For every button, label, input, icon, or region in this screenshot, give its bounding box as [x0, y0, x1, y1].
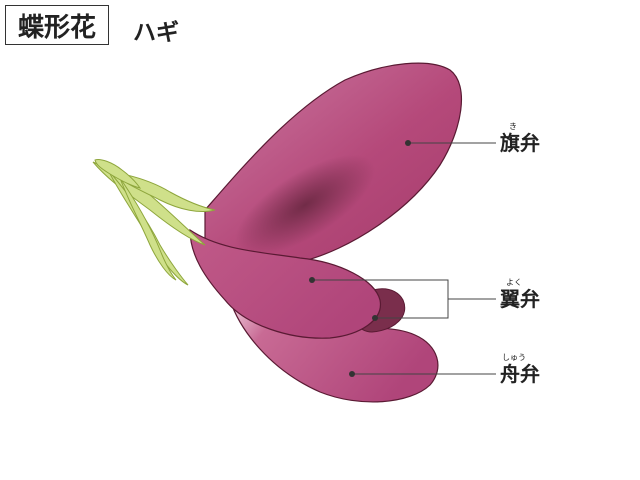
label-standard-petal: 旗弁 [500, 131, 540, 155]
page-subtitle: ハギ [133, 20, 179, 46]
ruby-keel: しゅう [502, 353, 526, 362]
dot-standard [405, 140, 411, 146]
leader-lines [312, 142, 496, 375]
title-box: 蝶形花 [5, 5, 109, 45]
ruby-wing: よく [506, 278, 522, 287]
dot-wing [309, 277, 315, 283]
standard-petal [204, 62, 462, 265]
dot-keel [349, 371, 355, 377]
page-title: 蝶形花 [17, 12, 96, 43]
calyx [92, 159, 216, 286]
wing-petal [189, 228, 381, 339]
dot-wing-inner [372, 315, 378, 321]
label-keel-petal: 舟弁 [500, 362, 540, 386]
leader-dots [309, 140, 411, 377]
label-wing-petal: 翼弁 [500, 287, 540, 311]
ruby-standard: き [509, 122, 517, 131]
